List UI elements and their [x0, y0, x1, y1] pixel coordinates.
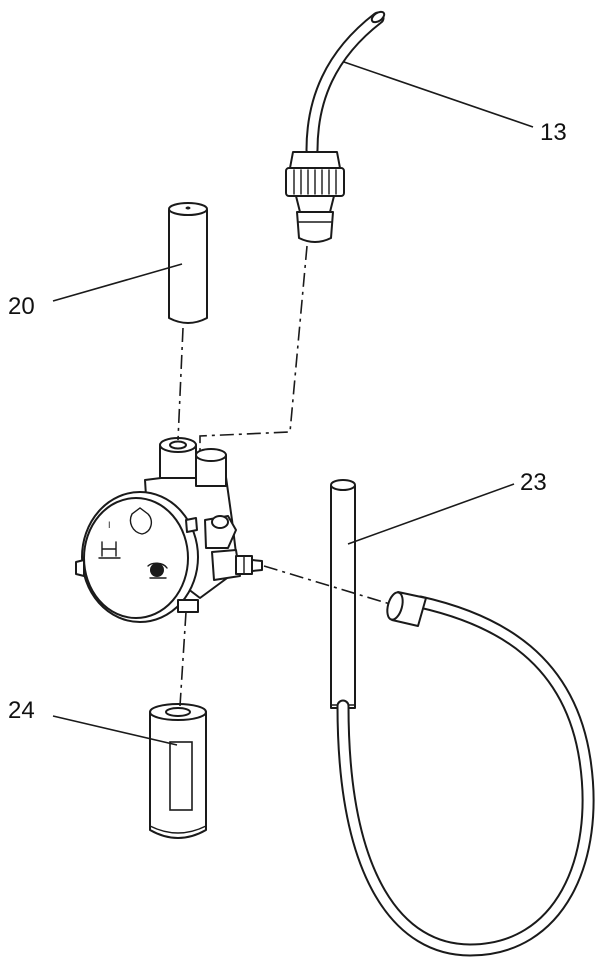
knurling [293, 169, 337, 195]
callout-24: 24 [8, 697, 35, 724]
long-hose [336, 591, 595, 957]
assembly-axes [177, 245, 391, 707]
callout-23: 23 [520, 469, 547, 496]
suction-tube-23 [330, 479, 356, 709]
svg-text:I: I [108, 520, 111, 530]
dial-symbols: I [98, 507, 168, 579]
leader-lines [52, 61, 534, 746]
callout-13: 13 [540, 119, 567, 146]
callout-20: 20 [8, 293, 35, 320]
strainer-cartridge-24 [149, 703, 207, 839]
pump-assembly: I [75, 437, 263, 623]
hose-13 [285, 10, 386, 243]
filter-cartridge-20 [168, 202, 208, 324]
